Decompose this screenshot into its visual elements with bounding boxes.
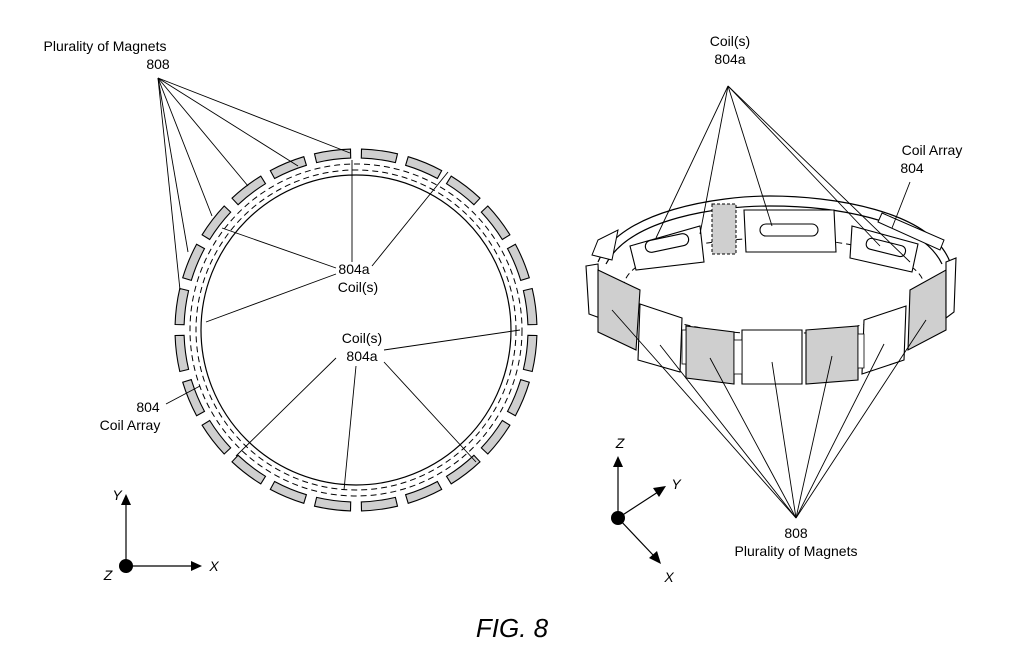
right-magnets-ref: 808 xyxy=(784,525,808,541)
left-magnet xyxy=(445,454,481,485)
left-magnet xyxy=(360,496,399,512)
right-front-magnets xyxy=(585,257,957,385)
left-magnet xyxy=(506,378,530,417)
right-coil-array-leader xyxy=(891,181,911,229)
left-magnet xyxy=(404,156,443,180)
right-axis-z: Z xyxy=(615,435,625,451)
left-coils-upper-leaders xyxy=(205,160,449,323)
left-magnet xyxy=(404,480,443,504)
left-coils-mid-label: Coil(s) xyxy=(342,330,382,346)
right-coils-ref: 804a xyxy=(714,51,745,67)
left-axis-y: Y xyxy=(112,487,123,503)
left-magnet xyxy=(480,419,511,455)
left-magnets-ref: 808 xyxy=(146,56,170,72)
left-magnet xyxy=(231,175,267,206)
left-axis-z: Z xyxy=(103,567,113,583)
right-back-rim xyxy=(591,195,951,335)
left-axes: Y X Z xyxy=(103,487,220,583)
left-magnet-ring xyxy=(174,148,538,512)
right-coils-label: Coil(s) xyxy=(710,33,750,49)
left-magnet xyxy=(480,205,511,241)
left-magnet xyxy=(360,148,399,164)
right-coil-3 xyxy=(849,225,919,273)
left-coil-array-label: Coil Array xyxy=(100,417,161,433)
right-axes: Z Y X xyxy=(611,435,682,585)
left-magnet xyxy=(182,243,206,282)
left-magnet xyxy=(522,334,538,373)
left-magnet xyxy=(269,156,308,180)
right-coil-1 xyxy=(629,225,705,271)
left-coils-mid-ref: 804a xyxy=(346,348,377,364)
left-magnet xyxy=(201,419,232,455)
right-back-magnet xyxy=(711,203,737,255)
left-magnet xyxy=(269,480,308,504)
left-inner-ring xyxy=(200,174,512,486)
left-coil-array-leader xyxy=(165,385,201,405)
right-coil-array-label: Coil Array xyxy=(902,142,963,158)
left-magnet xyxy=(522,287,538,326)
left-magnet xyxy=(231,454,267,485)
left-magnets-label: Plurality of Magnets xyxy=(44,38,167,54)
left-coils-top-ref: 804a xyxy=(338,261,369,277)
left-coil-outline-outer xyxy=(189,163,523,497)
left-view: Plurality of Magnets 808 804a Coil(s) Co… xyxy=(44,38,538,583)
left-magnet xyxy=(445,175,481,206)
left-magnet xyxy=(174,287,190,326)
right-coil-2 xyxy=(743,209,837,253)
left-magnet xyxy=(313,148,352,164)
left-coil-array-ref: 804 xyxy=(136,399,160,415)
left-magnet xyxy=(313,496,352,512)
left-coils-top-label: Coil(s) xyxy=(338,279,378,295)
right-magnets-label: Plurality of Magnets xyxy=(735,543,858,559)
left-magnet xyxy=(506,243,530,282)
left-magnet xyxy=(182,378,206,417)
left-axis-x: X xyxy=(208,558,219,574)
right-axis-y: Y xyxy=(671,476,682,492)
left-coils-mid-leaders xyxy=(235,329,521,491)
right-coil-array-ref: 804 xyxy=(900,160,924,176)
right-axis-x: X xyxy=(663,569,674,585)
right-view: Coil(s) 804a Coil Array 804 808 Pluralit… xyxy=(585,33,963,585)
left-magnet xyxy=(174,334,190,373)
left-magnet xyxy=(201,205,232,241)
right-coils-leaders xyxy=(655,85,911,263)
right-magnets-leaders xyxy=(611,309,927,519)
figure-title: FIG. 8 xyxy=(476,613,549,643)
left-coil-outline-inner xyxy=(195,169,517,491)
left-magnets-leaders xyxy=(157,77,351,291)
